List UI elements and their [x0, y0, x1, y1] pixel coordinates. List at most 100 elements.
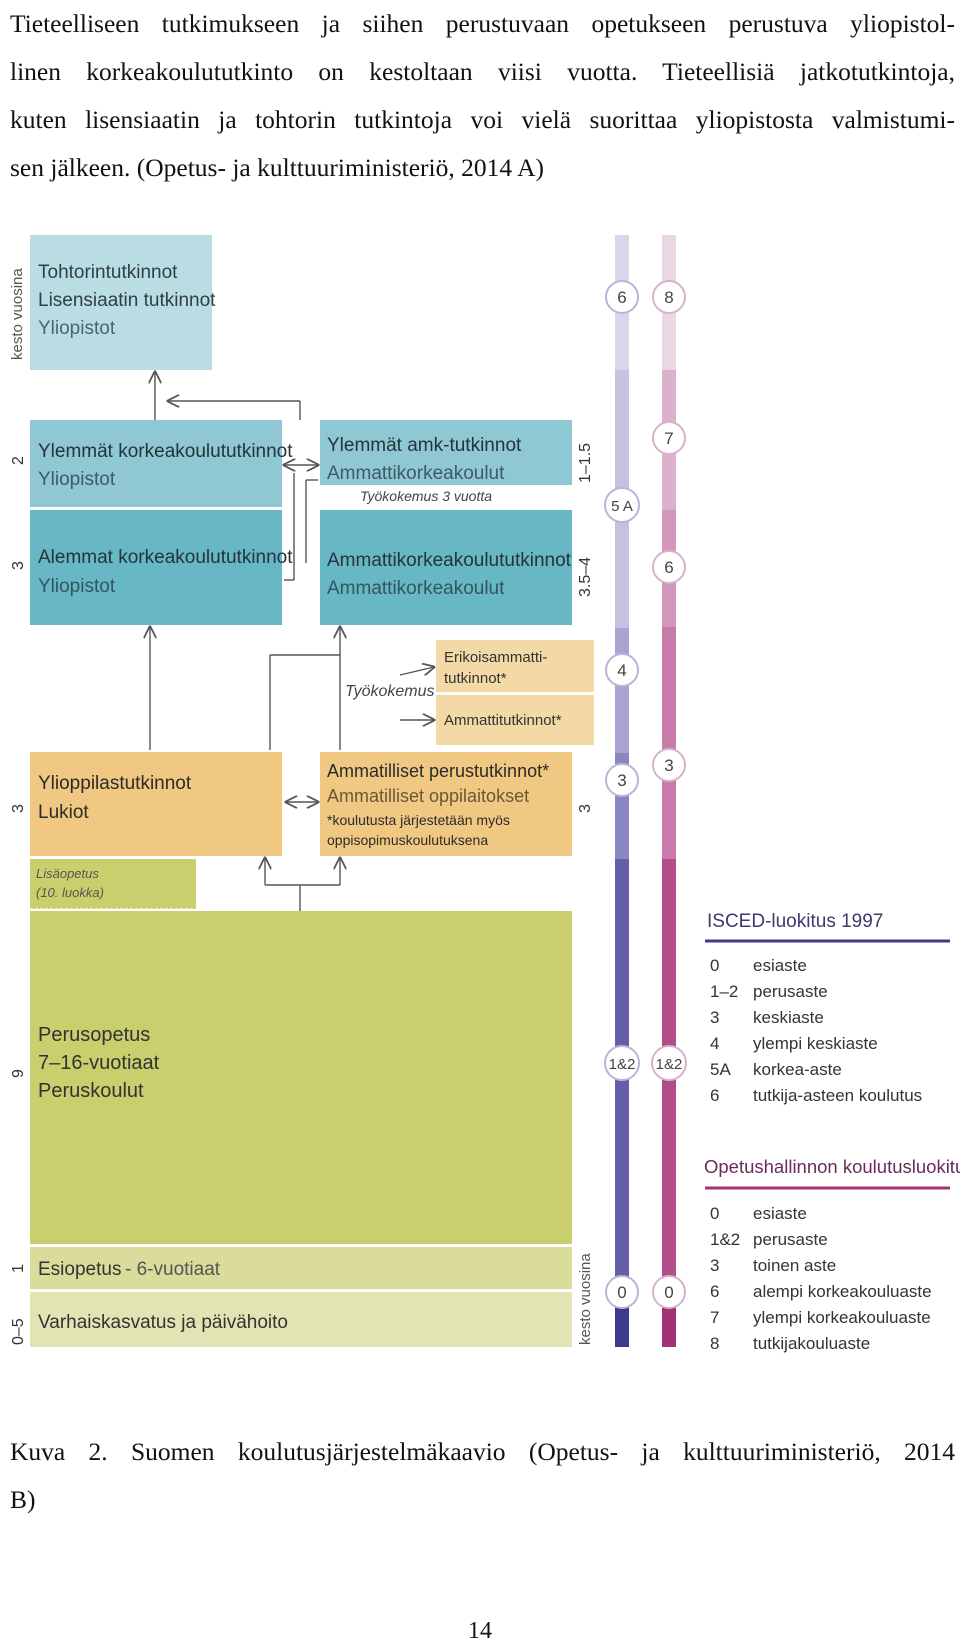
- caption-line1: Kuva 2. Suomen koulutusjärjestelmäkaavio…: [10, 1437, 955, 1466]
- vocational-basic-sub: Ammatilliset oppilaitokset: [327, 786, 529, 806]
- isced-level: 4: [617, 661, 626, 680]
- upper-uni-title: Ylemmät korkeakoulututkinnot: [38, 441, 293, 462]
- preschool-box: [30, 1247, 572, 1289]
- axis-label-left: kesto vuosina: [9, 268, 26, 360]
- amk-sub: Ammattikorkeakoulut: [327, 578, 505, 599]
- isced-legend-title: ISCED-luokitus 1997: [707, 911, 883, 932]
- isced-desc: perusaste: [753, 982, 828, 1001]
- special-vocational-line2: tutkinnot*: [444, 670, 507, 687]
- upper-amk-sub: Ammattikorkeakoulut: [327, 463, 505, 484]
- caption-line2: B): [10, 1485, 36, 1514]
- national-level: 1&2: [656, 1056, 683, 1073]
- doctoral-line2: Lisensiaatin tutkinnot: [38, 290, 216, 311]
- figure-caption: Kuva 2. Suomen koulutusjärjestelmäkaavio…: [10, 1428, 955, 1524]
- years-upper-uni: 2: [10, 456, 27, 465]
- isced-code: 6: [710, 1086, 719, 1105]
- basic-box: [30, 911, 572, 1244]
- paragraph-line: Tieteelliseen tutkimukseen ja siihen per…: [10, 9, 955, 38]
- basic-line1: Perusopetus: [38, 1024, 150, 1046]
- basic-line2: 7–16-vuotiaat: [38, 1052, 160, 1074]
- isced-code: 5A: [710, 1060, 731, 1079]
- upper-uni-box: [30, 420, 282, 507]
- isced-level: 6: [617, 288, 626, 307]
- national-level-circles: 8 7 6 3 1&2 0: [651, 280, 687, 1309]
- vocational-quals-box: [436, 695, 594, 745]
- upper-uni-sub: Yliopistot: [38, 469, 116, 490]
- lower-uni-sub: Yliopistot: [38, 576, 116, 597]
- isced-code: 4: [710, 1034, 719, 1053]
- paragraph-line: sen jälkeen. (Opetus- ja kulttuuriminist…: [10, 153, 544, 182]
- page-number: 14: [468, 1618, 492, 1644]
- isced-level: 1&2: [609, 1056, 636, 1073]
- national-desc: ylempi korkeakouluaste: [753, 1308, 931, 1327]
- preschool-title: Esiopetus: [38, 1259, 121, 1280]
- national-code: 7: [710, 1308, 719, 1327]
- years-upper-amk: 1–1.5: [577, 443, 594, 483]
- vocational-basic-box: [320, 752, 572, 856]
- national-level: 3: [664, 756, 673, 775]
- national-level: 7: [664, 429, 673, 448]
- isced-desc: esiaste: [753, 956, 807, 975]
- additional-line1: Lisäopetus: [36, 866, 99, 881]
- amk-box: [320, 510, 572, 625]
- special-vocational-box: [436, 640, 594, 692]
- paragraph-line: kuten lisensiaatin ja tohtorin tutkintoj…: [10, 105, 955, 134]
- isced-level: 0: [617, 1283, 626, 1302]
- vocational-basic-title: Ammatilliset perustutkinnot*: [327, 761, 549, 781]
- lower-uni-title: Alemmat korkeakoulututkinnot: [38, 547, 293, 568]
- preschool-age: - 6-vuotiaat: [125, 1259, 221, 1280]
- axis-label-right: kesto vuosina: [577, 1253, 594, 1345]
- lower-uni-box: [30, 510, 282, 625]
- body-paragraph: Tieteelliseen tutkimukseen ja siihen per…: [10, 0, 955, 192]
- national-desc: toinen aste: [753, 1256, 836, 1275]
- national-level: 6: [664, 558, 673, 577]
- isced-code: 0: [710, 956, 719, 975]
- national-desc: alempi korkeakouluaste: [753, 1282, 932, 1301]
- national-legend: Opetushallinnon koulutusluokitus 0 esias…: [704, 1156, 960, 1353]
- education-system-diagram: kesto vuosina Tohtorintutkinnot Lisensia…: [9, 235, 960, 1353]
- matriculation-title: Ylioppilastutkinnot: [38, 773, 192, 794]
- national-legend-title: Opetushallinnon koulutusluokitus: [704, 1156, 960, 1177]
- matriculation-box: [30, 752, 282, 856]
- doctoral-line3: Yliopistot: [38, 318, 116, 339]
- national-code: 1&2: [710, 1230, 740, 1249]
- paragraph-line: linen korkeakoulututkinto on kestoltaan …: [10, 57, 955, 86]
- national-code: 8: [710, 1334, 719, 1353]
- national-code: 3: [710, 1256, 719, 1275]
- years-preschool: 1: [10, 1264, 27, 1273]
- isced-desc: ylempi keskiaste: [753, 1034, 878, 1053]
- years-lower-uni: 3: [10, 561, 27, 570]
- special-vocational-line1: Erikoisammatti-: [444, 649, 547, 666]
- early-title: Varhaiskasvatus ja päivähoito: [38, 1312, 288, 1333]
- years-vocational-basic: 3: [577, 804, 594, 813]
- isced-legend: ISCED-luokitus 1997 0 esiaste 1–2 perusa…: [705, 911, 950, 1105]
- isced-desc: keskiaste: [753, 1008, 824, 1027]
- upper-amk-title: Ylemmät amk-tutkinnot: [327, 435, 522, 456]
- doctoral-line1: Tohtorintutkinnot: [38, 262, 178, 283]
- basic-line3: Peruskoulut: [38, 1080, 144, 1102]
- years-basic: 9: [10, 1069, 27, 1078]
- vocational-basic-note1: *koulutusta järjestetään myös: [327, 812, 510, 828]
- isced-desc: tutkija-asteen koulutus: [753, 1086, 922, 1105]
- isced-desc: korkea-aste: [753, 1060, 842, 1079]
- isced-code: 3: [710, 1008, 719, 1027]
- national-desc: perusaste: [753, 1230, 828, 1249]
- years-early: 0–5: [10, 1318, 27, 1345]
- years-amk: 3.5–4: [577, 557, 594, 597]
- amk-title: Ammattikorkeakoulututkinnot: [327, 550, 572, 571]
- isced-code: 1–2: [710, 982, 738, 1001]
- matriculation-sub: Lukiot: [38, 802, 89, 823]
- upper-amk-box: [320, 420, 572, 485]
- national-desc: esiaste: [753, 1204, 807, 1223]
- isced-level-circles: 6 5 A 4 3 1&2 0: [604, 280, 640, 1309]
- early-box: [30, 1292, 572, 1347]
- doctoral-box: [30, 235, 212, 370]
- national-level: 0: [664, 1283, 673, 1302]
- additional-line2: (10. luokka): [36, 885, 104, 900]
- national-code: 6: [710, 1282, 719, 1301]
- national-code: 0: [710, 1204, 719, 1223]
- vocational-quals-text: Ammattitutkinnot*: [444, 712, 562, 729]
- national-desc: tutkijakouluaste: [753, 1334, 870, 1353]
- additional-box: [30, 859, 196, 909]
- work-experience-label: Työkokemus: [345, 683, 435, 700]
